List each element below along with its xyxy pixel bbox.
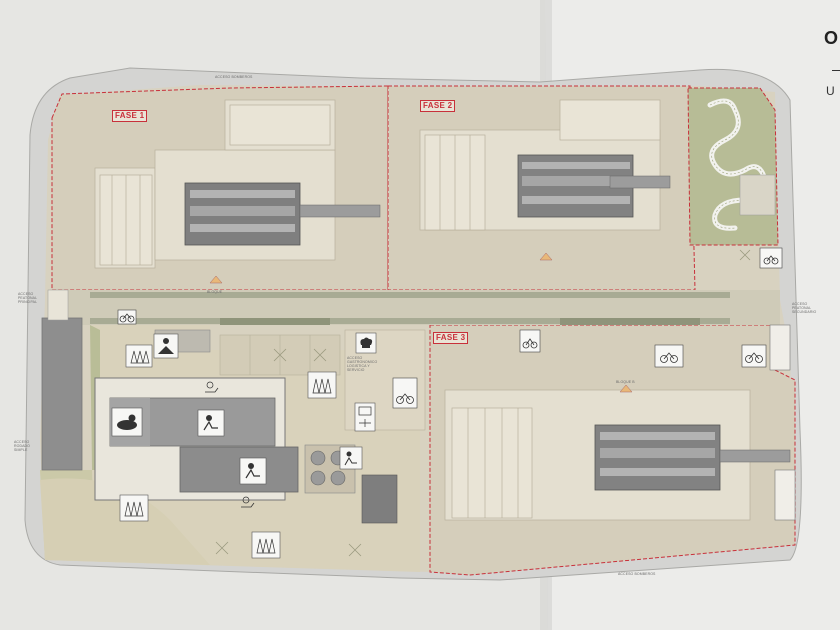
page-heading-fragment: O (824, 28, 839, 48)
fire-access-icon (539, 252, 553, 261)
page-subheading-fragment: U (826, 84, 835, 98)
bicycle-parking-icon (759, 247, 783, 269)
phase-2-label: FASE 2 (420, 100, 456, 112)
fire-access-top-label: ACCESO BOMBEROS (215, 75, 253, 79)
sun-lounger-icon (241, 496, 255, 508)
pool-secondary (179, 446, 299, 493)
bicycle-parking-icon (117, 309, 137, 325)
pool-icon (111, 407, 143, 437)
palm-tree-icon (215, 249, 751, 557)
block-label: BLOQUE (207, 290, 223, 294)
person-icon (153, 333, 179, 359)
block-b-label: BLOQUE B (616, 380, 635, 384)
pedestrian-access-secondary-label: ACCESO PEATONAL SECUNDARIO (792, 302, 817, 314)
tree-icon (307, 371, 337, 399)
chef-hat-icon (355, 332, 377, 354)
person-icon (197, 409, 225, 437)
bicycle-parking-icon (392, 377, 418, 409)
fire-access-icon (619, 384, 633, 393)
fire-access-icon (209, 275, 223, 284)
tree-icon (125, 344, 153, 368)
person-icon (339, 446, 363, 470)
bicycle-parking-icon (741, 344, 767, 368)
page-heading-rule (832, 70, 840, 71)
vehicle-access-label: ACCESO RODADO SIMPLE (14, 440, 30, 452)
gastronomic-access-label: ACCESO GASTRONOMICO LOGISTICA Y SERVICIO (347, 356, 378, 372)
tree-icon (251, 531, 281, 559)
bicycle-parking-icon (654, 344, 684, 368)
info-sign-icon (354, 402, 376, 432)
phase-1-label: FASE 1 (112, 110, 148, 122)
phase-3-label: FASE 3 (433, 332, 469, 344)
sun-lounger-icon (205, 381, 219, 393)
pedestrian-access-main-label: ACCESO PEATONAL PRINCIPAL (18, 292, 38, 304)
person-icon (239, 457, 267, 485)
bicycle-parking-icon (519, 329, 541, 353)
tree-icon (119, 494, 149, 522)
fire-access-bottom-label: ACCESO BOMBEROS (618, 572, 656, 576)
